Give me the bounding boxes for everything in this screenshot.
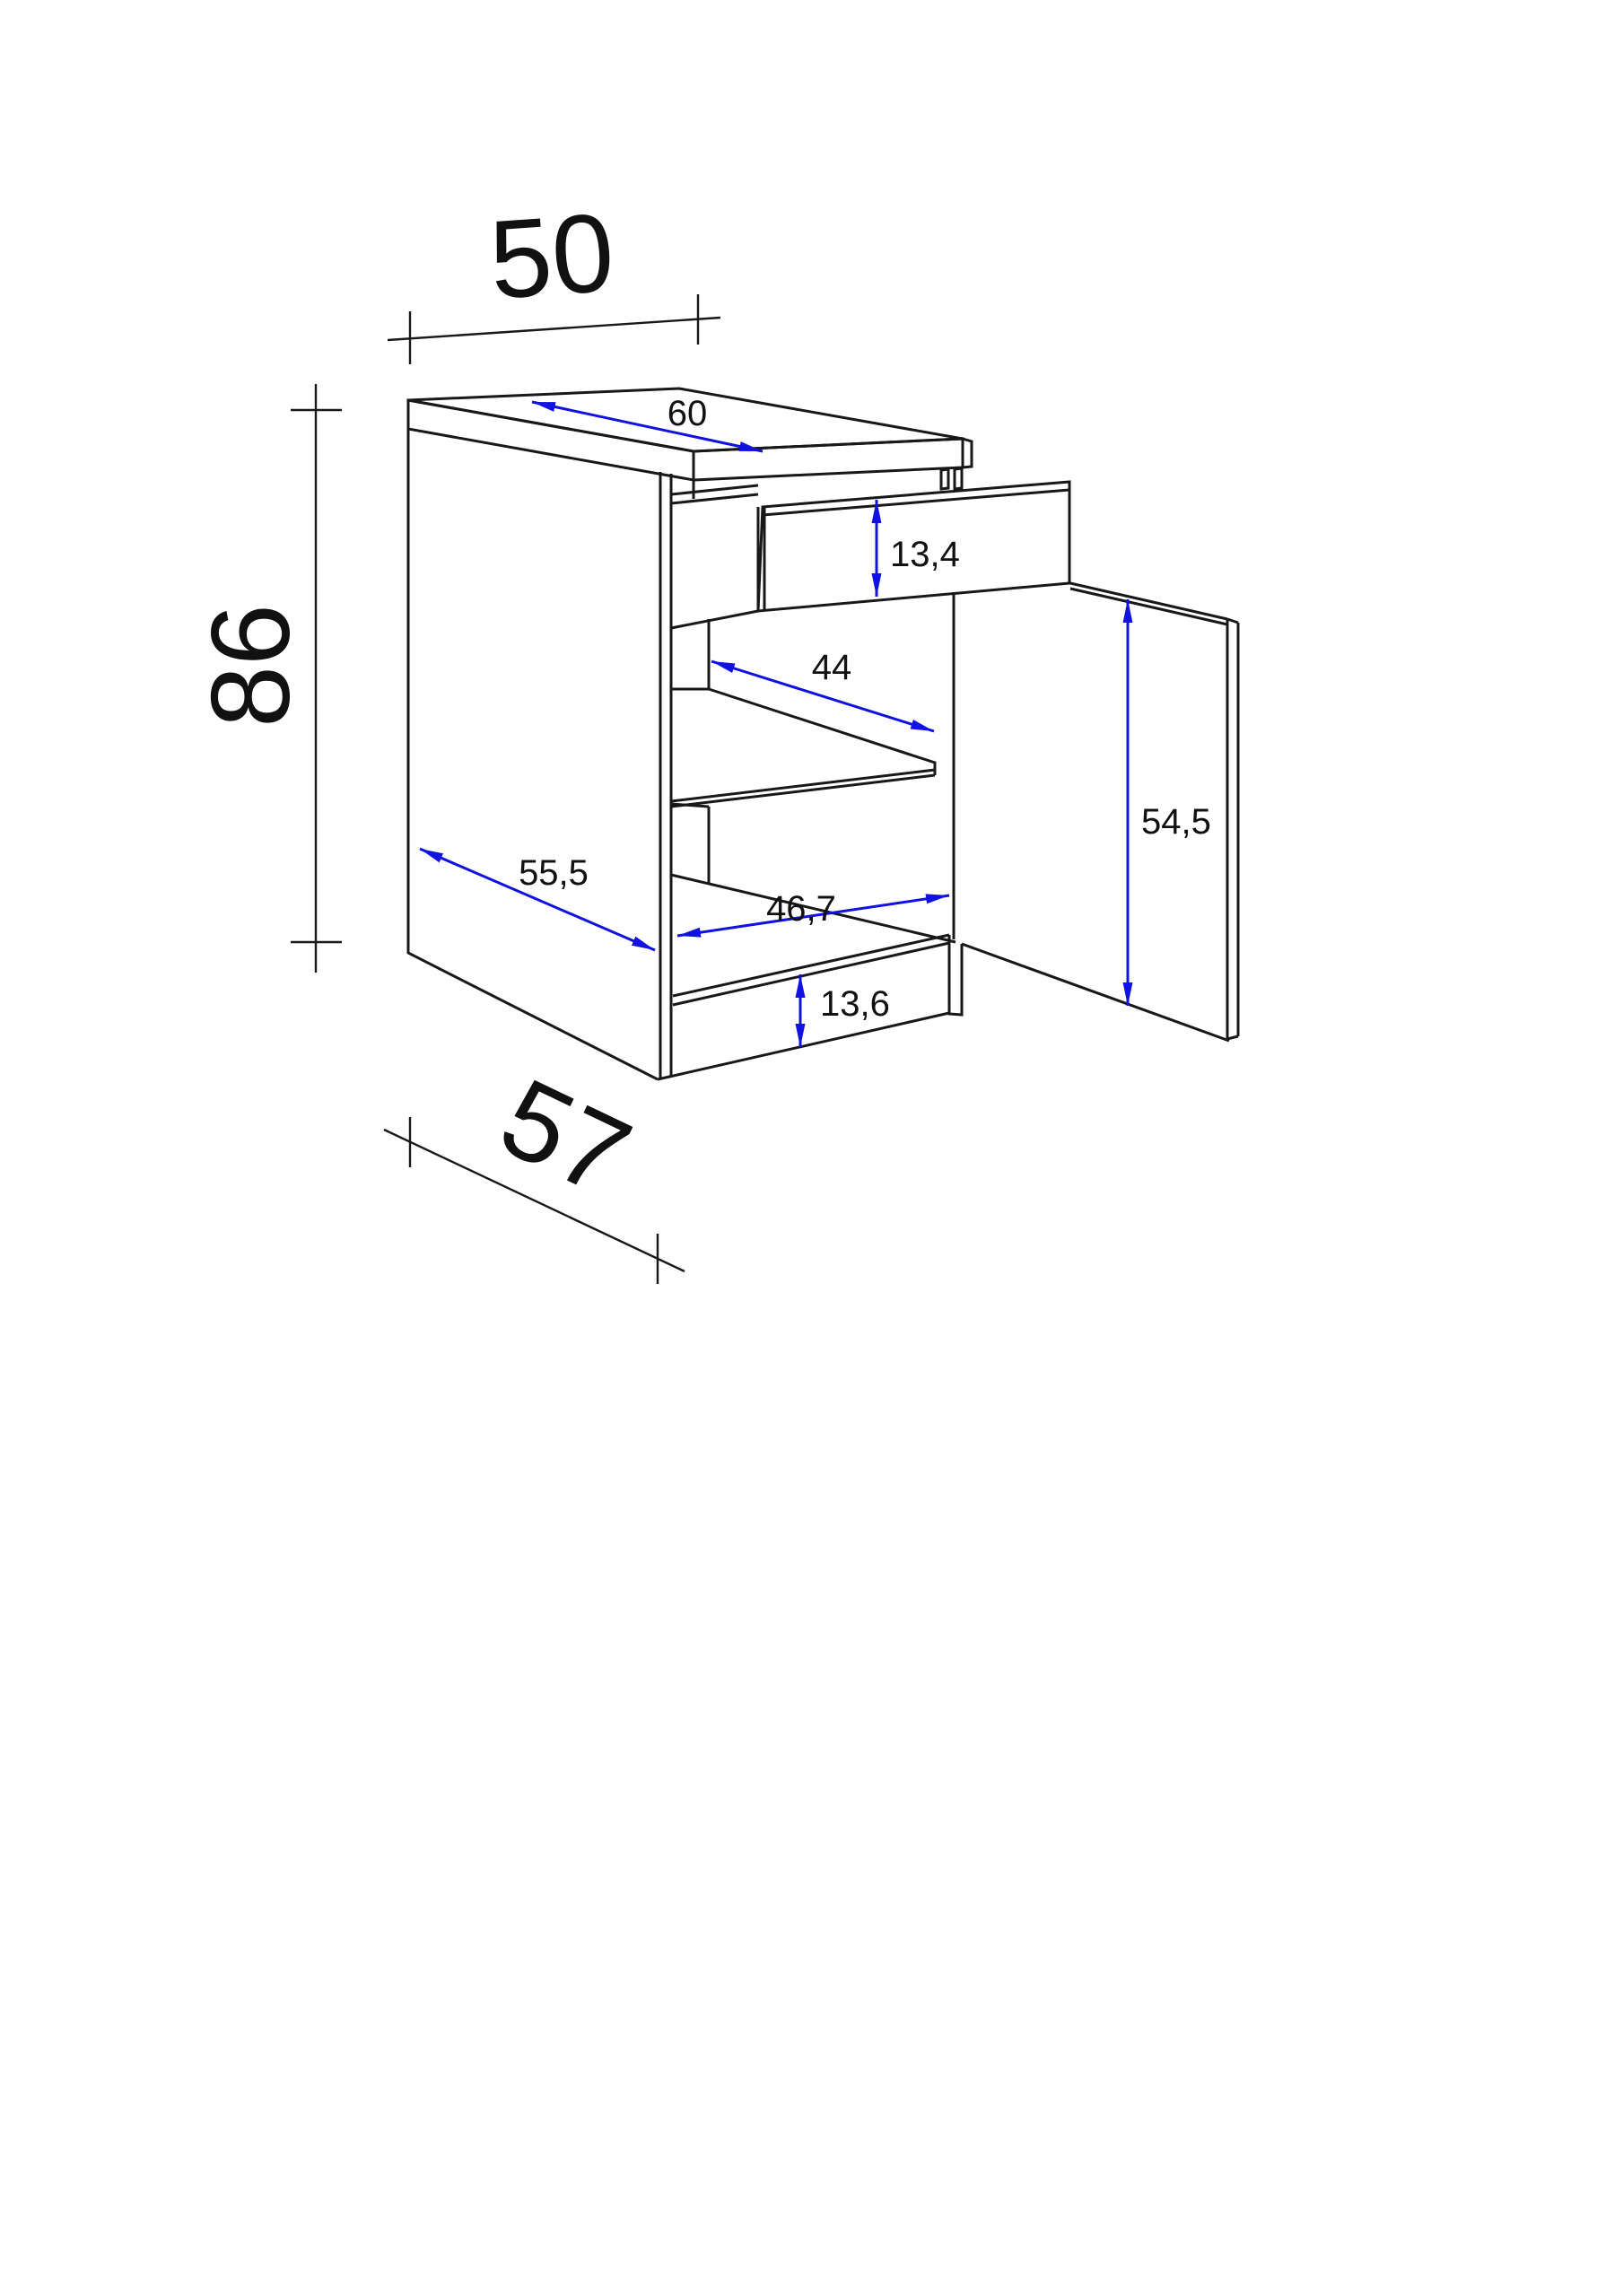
drawer-front-face [756,480,1071,613]
door-right-edge [1226,617,1240,1041]
plinth-top-edges [672,933,950,1007]
rail-left-edges [670,484,759,505]
left-side-panel [406,429,673,1081]
carcass-right-front [947,592,964,1017]
drawer-underside-edge [670,609,759,630]
label-overall-width: 50 [485,190,617,322]
label-interior-bottom-width: 46,7 [766,889,836,929]
shelf-wall-stubs [670,687,710,808]
label-side-panel-depth: 55,5 [519,853,589,893]
dimension-labels: 50 86 57 60 13,4 44 54,5 55,5 46,7 13,6 [189,190,1211,1220]
overall-dimensions [291,294,721,1284]
drawer [670,480,1071,630]
side-panel-back-and-bottom-edge [406,429,659,1081]
plinth [657,933,950,1081]
top-rails [670,467,964,505]
label-overall-depth: 57 [483,1055,648,1220]
label-plinth-height: 13,6 [820,984,890,1024]
door [961,581,1240,1043]
connector-post-front [939,467,950,491]
dim-line-overall-height [291,384,342,973]
drawer-front-top-inner-edge [762,488,1070,517]
drawer-front-left-edge [756,506,766,611]
label-overall-height: 86 [189,604,313,728]
label-door-height: 54,5 [1141,802,1211,842]
shelf [669,687,937,808]
door-top-edge [1069,581,1228,626]
label-worktop-depth: 60 [668,394,708,433]
door-bottom-edge [961,942,1230,1043]
dim-line-side-panel-depth [419,847,656,952]
plinth-bottom-edge [657,1011,950,1081]
label-drawer-front-height: 13,4 [890,535,960,574]
dim-line-interior-bottom-width [676,894,950,938]
blue-dimensions [419,400,1133,1047]
right-foot [947,935,964,1017]
dim-line-overall-width [387,294,721,364]
dim-line-overall-depth [383,1117,685,1284]
worktop-front-left-face [406,398,695,482]
dim-line-interior-width [711,659,935,733]
worktop-right-end-face [961,436,973,469]
connector-post-side [953,467,964,491]
dim-line-worktop-depth [531,400,764,453]
label-interior-width: 44 [812,648,852,687]
